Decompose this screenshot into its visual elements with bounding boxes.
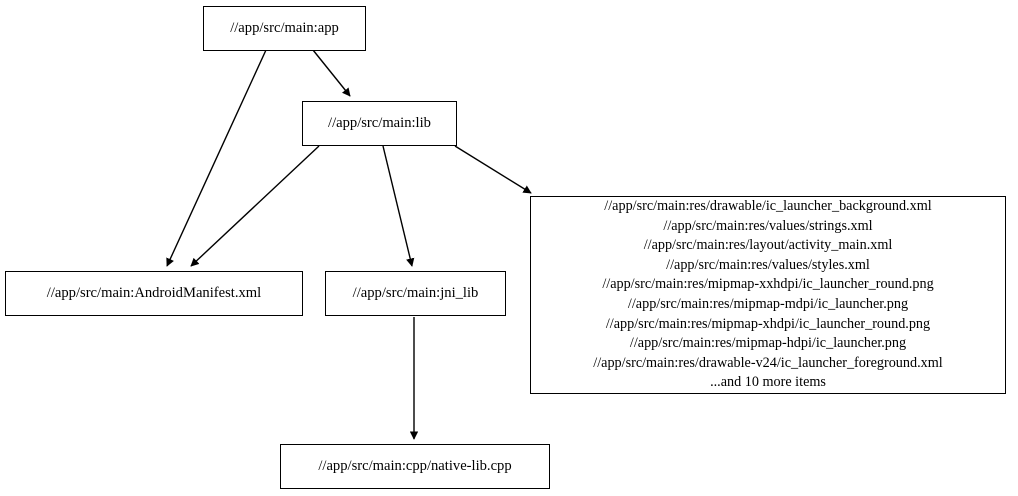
- node-resources-line: //app/src/main:res/mipmap-xxhdpi/ic_laun…: [602, 276, 934, 293]
- node-resources-line: //app/src/main:res/drawable/ic_launcher_…: [604, 198, 932, 215]
- node-resources-bucket[interactable]: //app/src/main:res/drawable/ic_launcher_…: [530, 196, 1006, 394]
- edge-app-to-manifest: [166, 49, 267, 267]
- node-app-label: //app/src/main:app: [230, 20, 339, 37]
- node-resources-line: //app/src/main:res/drawable-v24/ic_launc…: [593, 354, 943, 371]
- edge-app-to-lib: [312, 49, 351, 97]
- node-resources-line: //app/src/main:res/mipmap-xhdpi/ic_launc…: [605, 315, 931, 332]
- node-native-lib-cpp[interactable]: //app/src/main:cpp/native-lib.cpp: [280, 444, 550, 489]
- edge-lib-to-resources: [454, 145, 532, 194]
- node-resources-line: //app/src/main:res/values/styles.xml: [666, 256, 870, 273]
- node-jni-lib-label: //app/src/main:jni_lib: [352, 285, 479, 302]
- node-jni-lib[interactable]: //app/src/main:jni_lib: [325, 271, 506, 316]
- node-android-manifest[interactable]: //app/src/main:AndroidManifest.xml: [5, 271, 303, 316]
- node-resources-line: //app/src/main:res/layout/activity_main.…: [643, 237, 893, 254]
- node-resources-more-items: ...and 10 more items: [710, 374, 826, 391]
- node-lib-label: //app/src/main:lib: [328, 115, 431, 132]
- edge-lib-to-jni-lib: [382, 145, 415, 267]
- node-android-manifest-label: //app/src/main:AndroidManifest.xml: [46, 285, 262, 302]
- node-resources-line: //app/src/main:res/values/strings.xml: [663, 217, 873, 234]
- node-native-lib-cpp-label: //app/src/main:cpp/native-lib.cpp: [318, 458, 512, 475]
- edge-lib-to-manifest: [190, 145, 320, 267]
- node-app[interactable]: //app/src/main:app: [203, 6, 366, 51]
- node-resources-line: //app/src/main:res/mipmap-mdpi/ic_launch…: [627, 296, 909, 312]
- node-resources-line: //app/src/main:res/mipmap-hdpi/ic_launch…: [629, 335, 907, 352]
- node-lib[interactable]: //app/src/main:lib: [302, 101, 457, 146]
